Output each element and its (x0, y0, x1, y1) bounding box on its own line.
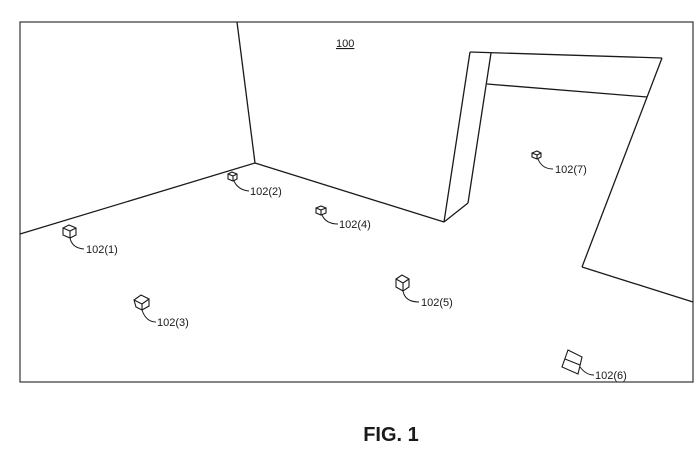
cube-icon (315, 205, 327, 216)
opening-floor-edge (581, 266, 694, 303)
device-label: 102(7) (555, 164, 587, 176)
device-label: 102(3) (157, 317, 189, 329)
room-outline (19, 21, 694, 303)
cube-icon (395, 274, 410, 292)
device-102-1: 102(1) (62, 224, 118, 256)
leader-line (537, 158, 554, 170)
beam-bottom-edge (486, 83, 648, 98)
cube-icon (561, 349, 583, 375)
device-label: 102(4) (339, 219, 371, 231)
column-base-edge (443, 202, 469, 223)
scene-frame (19, 21, 694, 383)
device-102-6: 102(6) (561, 349, 627, 382)
floor-edge-left (19, 162, 256, 235)
device-label: 102(2) (250, 186, 282, 198)
leader-line (402, 290, 420, 303)
leader-line (69, 237, 85, 250)
device-102-3: 102(3) (133, 294, 189, 329)
cube-icon (531, 150, 542, 160)
leader-line (233, 180, 250, 192)
cube-icon (227, 171, 238, 182)
device-102-4: 102(4) (315, 205, 371, 231)
leader-line (579, 366, 595, 376)
leader-line (141, 309, 157, 323)
opening-side-edge (581, 57, 663, 268)
device-label: 102(6) (595, 370, 627, 382)
device-102-2: 102(2) (227, 171, 282, 198)
cube-icon (62, 224, 77, 239)
floor-edge-right (254, 162, 445, 223)
column-front-edge (467, 52, 492, 204)
cube-icon (133, 294, 150, 311)
column-side-edge (443, 51, 471, 223)
device-102-5: 102(5) (395, 274, 453, 309)
wall-corner-edge (236, 21, 256, 164)
leader-line (321, 214, 339, 225)
figure-caption: FIG. 1 (363, 424, 419, 446)
device-102-7: 102(7) (531, 150, 587, 176)
beam-top-edge (469, 51, 663, 59)
device-label: 102(5) (421, 297, 453, 309)
figure-reference-numeral: 100 (336, 38, 354, 50)
device-label: 102(1) (86, 244, 118, 256)
